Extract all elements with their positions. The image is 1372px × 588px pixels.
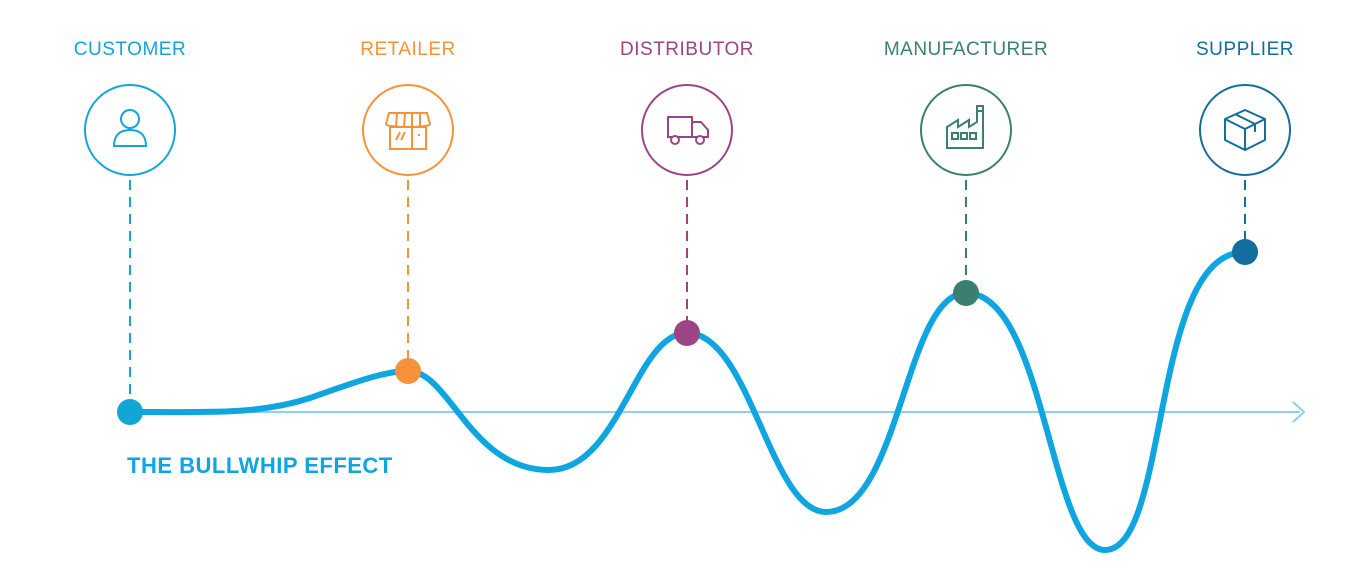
distributor-dot <box>674 320 700 346</box>
box-icon <box>1224 109 1266 151</box>
axis-arrow-icon <box>1292 401 1306 423</box>
distributor-label: DISTRIBUTOR <box>620 39 754 60</box>
manufacturer-label: MANUFACTURER <box>884 39 1048 60</box>
distributor-icon-ring <box>641 84 733 176</box>
customer-label: CUSTOMER <box>74 39 186 60</box>
customer-dot <box>117 399 143 425</box>
user-icon <box>112 109 148 147</box>
retailer-dot <box>395 358 421 384</box>
truck-icon <box>667 116 709 145</box>
supplier-dot <box>1232 239 1258 265</box>
diagram-title: THE BULLWHIP EFFECT <box>127 453 393 478</box>
factory-icon <box>946 105 984 149</box>
retailer-icon-ring <box>362 84 454 176</box>
retailer-label: RETAILER <box>360 39 456 60</box>
supplier-label: SUPPLIER <box>1196 39 1294 60</box>
store-icon <box>384 112 432 150</box>
bullwhip-curve <box>127 249 1248 554</box>
manufacturer-icon-ring <box>920 84 1012 176</box>
manufacturer-dot <box>953 280 979 306</box>
